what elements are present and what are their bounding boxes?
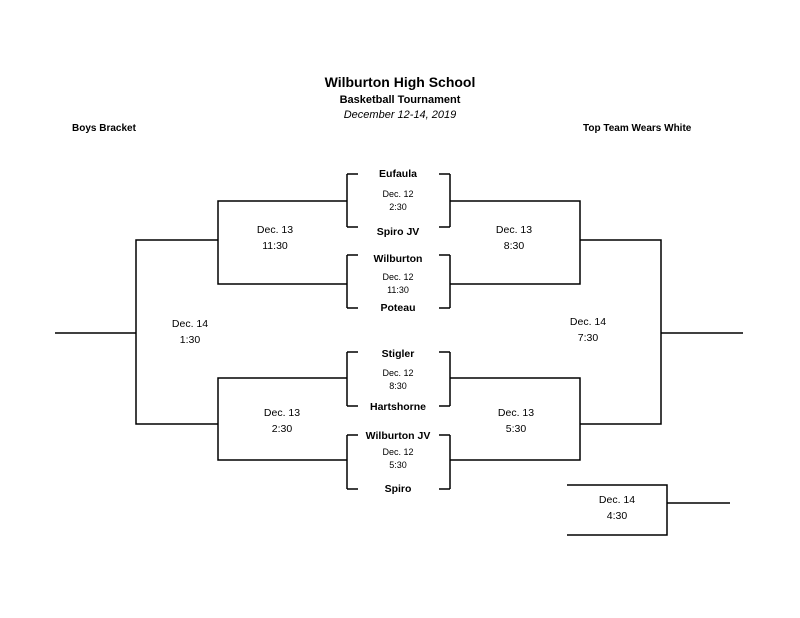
game-3-time: Dec. 12 8:30 (382, 367, 413, 393)
game-time: 5:30 (505, 423, 527, 435)
game-time: 11:30 (262, 240, 288, 252)
game-day: Dec. 13 (256, 224, 294, 236)
team-hartshorne: Hartshorne (369, 401, 427, 413)
jersey-note: Top Team Wears White (583, 123, 692, 134)
game-day: Dec. 12 (382, 272, 414, 282)
game-day: Dec. 12 (382, 368, 414, 378)
team-stigler: Stigler (381, 348, 415, 360)
game-right-final-time: Dec. 14 7:30 (570, 314, 606, 346)
game-right-top-time: Dec. 13 8:30 (496, 222, 532, 254)
game-time: 5:30 (389, 460, 407, 470)
game-left-top-time: Dec. 13 11:30 (257, 222, 293, 254)
team-eufaula: Eufaula (379, 168, 417, 180)
game-time: 7:30 (577, 332, 599, 344)
game-left-final-time: Dec. 14 1:30 (172, 316, 208, 348)
team-poteau: Poteau (380, 302, 416, 314)
game-left-bottom-time: Dec. 13 2:30 (264, 405, 300, 437)
game-right-bottom-time: Dec. 13 5:30 (498, 405, 534, 437)
page-title: Wilburton High School (324, 74, 476, 90)
game-1-time: Dec. 12 2:30 (382, 188, 413, 214)
game-2-time: Dec. 12 11:30 (382, 271, 413, 297)
game-day: Dec. 13 (497, 407, 535, 419)
game-day: Dec. 14 (598, 494, 636, 506)
team-wilburton: Wilburton (373, 253, 423, 265)
game-time: 2:30 (389, 202, 407, 212)
game-time: 11:30 (387, 285, 409, 295)
team-wilburton-jv: Wilburton JV (365, 430, 431, 442)
game-extra-time: Dec. 14 4:30 (599, 492, 635, 524)
game-day: Dec. 13 (495, 224, 533, 236)
game-day: Dec. 13 (263, 407, 301, 419)
game-time: 8:30 (503, 240, 525, 252)
page-subtitle: Basketball Tournament (339, 94, 461, 106)
game-day: Dec. 12 (382, 189, 414, 199)
game-time: 1:30 (179, 334, 201, 346)
game-day: Dec. 14 (569, 316, 607, 328)
game-time: 4:30 (606, 510, 628, 522)
game-4-time: Dec. 12 5:30 (382, 446, 413, 472)
team-spiro-jv: Spiro JV (376, 226, 420, 238)
game-day: Dec. 14 (171, 318, 209, 330)
team-spiro: Spiro (384, 483, 412, 495)
game-time: 8:30 (389, 381, 407, 391)
game-time: 2:30 (271, 423, 293, 435)
bracket-label: Boys Bracket (72, 123, 136, 134)
tournament-dates: December 12-14, 2019 (343, 109, 457, 121)
game-day: Dec. 12 (382, 447, 414, 457)
